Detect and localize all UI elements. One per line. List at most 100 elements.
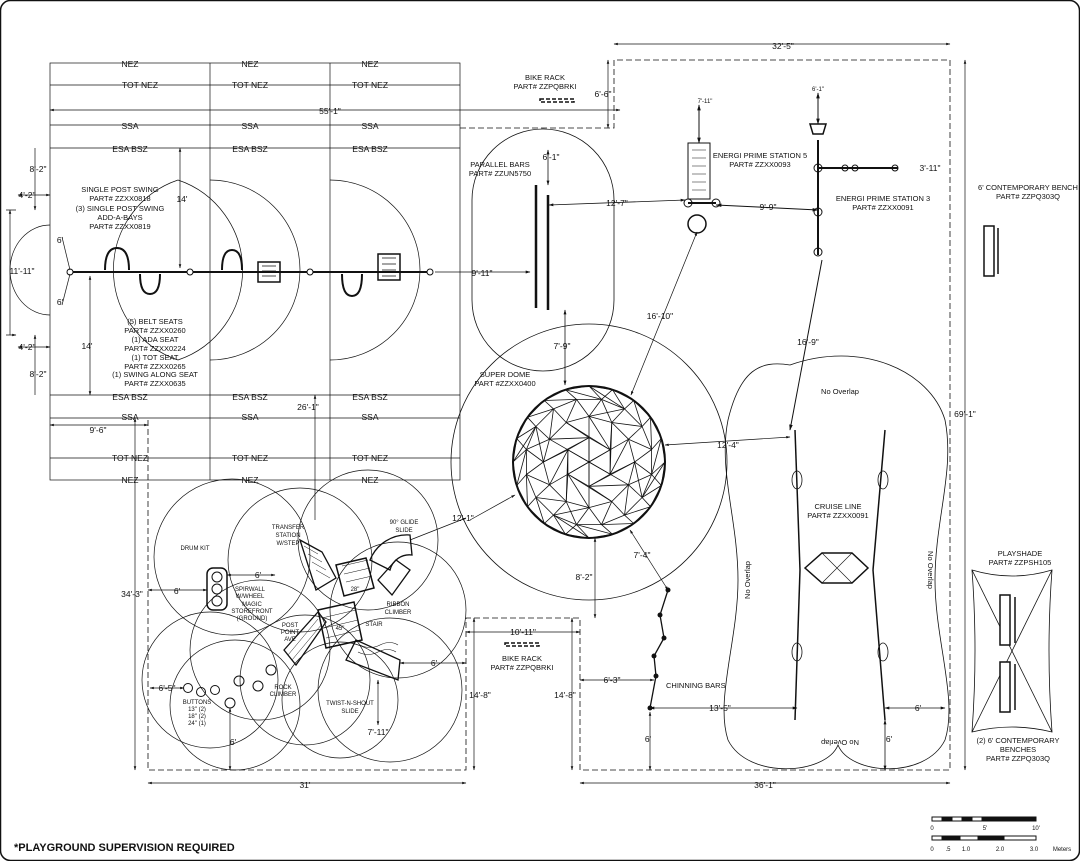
buttons-label-4: 24" (1) (188, 721, 206, 727)
cruise-no-overlap-top: No Overlap (821, 387, 859, 396)
bike-rack-bottom-title: BIKE RACK (502, 654, 542, 663)
bike-rack-bottom-icon (504, 642, 540, 647)
parallel-bars (435, 128, 686, 386)
cruise-line (649, 355, 950, 771)
dim-7-4: 7'-4" (634, 550, 651, 560)
deck-label-2: 45" (336, 626, 345, 632)
ssa-label: SSA (121, 412, 138, 422)
dim-6-1-bars: 6'-1" (543, 152, 560, 162)
dim-4-2-bottom: 4'-2" (19, 342, 36, 352)
dim-9-11: 9'-11" (471, 268, 492, 278)
cruise-part: PART# ZZXX0091 (807, 511, 868, 520)
cruise-no-overlap-left: No Overlap (743, 561, 752, 599)
swing-seat-8: PART# ZZXX0635 (124, 379, 185, 388)
dim-6-i: 6' (886, 734, 893, 744)
dim-14-8-left: 14'-8" (469, 690, 491, 700)
play-structure-zones (141, 469, 467, 771)
transfer-label-2: STATION (275, 533, 300, 539)
nez-label: NEZ (242, 59, 259, 69)
dim-8-2-dome: 8'-2" (576, 572, 593, 582)
swing-part-2: PART# ZZXX0819 (89, 222, 150, 231)
post-label-1: POST (282, 623, 299, 629)
dim-6-c: 6' (174, 586, 181, 596)
energi5-part: PART# ZZXX0093 (729, 160, 790, 169)
playshade (971, 569, 1053, 733)
twist-label-1: TWIST-N-SHOUT (326, 701, 374, 707)
deck-label-1: 28" (351, 587, 360, 593)
swing-zone (9, 62, 461, 481)
scale-m-3: 3.0 (1030, 847, 1039, 853)
dim-14-bottom: 14' (81, 341, 92, 351)
esa-label: ESA BSZ (232, 392, 267, 402)
dim-55-1: 55'-1" (319, 106, 341, 116)
stair-label: STAIR (365, 622, 383, 628)
ribbon-label-2: CLIMBER (385, 610, 412, 616)
play-area-boundary (147, 59, 951, 771)
spirwall-label-1: SPIRWALL (235, 587, 266, 593)
scale-ft-5: 5' (983, 826, 987, 832)
dim-12-4: 12'-4" (717, 440, 739, 450)
dome-mesh (512, 385, 666, 539)
playshade-title: PLAYSHADE (998, 549, 1042, 558)
dim-26-1: 26'-1" (297, 402, 319, 412)
dim-6-g: 6' (915, 703, 922, 713)
rock-label-1: ROCK (274, 685, 291, 691)
post-label-3: AVE (284, 637, 296, 643)
swing-seat-5: (1) TOT SEAT (132, 353, 179, 362)
dim-14-top: 14' (176, 194, 187, 204)
nez-label: NEZ (362, 59, 379, 69)
dim-13-5: 13'-5" (709, 703, 731, 713)
dim-12-1: 12'-1" (452, 513, 474, 523)
bike-rack-top-title: BIKE RACK (525, 73, 565, 82)
dim-6-h: 6' (645, 734, 652, 744)
bike-rack-bottom-part: PART# ZZPQBRKI (490, 663, 553, 672)
dim-16-10: 16'-10" (647, 311, 673, 321)
slide-label-1: 90° GLIDE (390, 520, 419, 526)
tot-nez-label: TOT NEZ (122, 80, 158, 90)
chinning-title: CHINNING BARS (666, 681, 726, 690)
swing-addabay-2: ADD-A-BAYS (97, 213, 142, 222)
dim-3-11: 3'-11" (919, 163, 940, 173)
energi3-part: PART# ZZXX0091 (852, 203, 913, 212)
dim-7-11-top: 7'-11" (698, 99, 713, 105)
buttons-label-2: 13" (2) (188, 707, 206, 713)
bench-right-icon (983, 225, 995, 277)
dim-16-9: 16'-9" (797, 337, 819, 347)
ribbon-label-1: RIBBON (386, 602, 409, 608)
scale-m-2: 2.0 (996, 847, 1005, 853)
superdome-title: SUPER DOME (480, 370, 530, 379)
ssa-label: SSA (361, 412, 378, 422)
playshade-benches-part: PART# ZZPQ303Q (986, 754, 1050, 763)
cruise-title: CRUISE LINE (814, 502, 861, 511)
dim-6-1-energi: 6'-1" (812, 87, 824, 93)
scale-m-05: .5 (945, 847, 951, 853)
bench-part: PART# ZZPQ303Q (996, 192, 1060, 201)
energi5-title: ENERGI PRIME STATION 5 (713, 151, 807, 160)
tot-nez-label: TOT NEZ (232, 80, 268, 90)
scale-ft-10: 10' (1032, 826, 1040, 832)
chinning-bars (649, 589, 669, 709)
playshade-part: PART# ZZPSH105 (989, 558, 1052, 567)
dim-8-2-top: 8'-2" (30, 164, 47, 174)
ssa-label: SSA (241, 412, 258, 422)
dim-8-2-bottom: 8'-2" (30, 369, 47, 379)
dim-6-5: 6'-5" (159, 683, 176, 693)
transfer-label-1: TRANSFER (272, 525, 305, 531)
swing-title: SINGLE POST SWING (81, 185, 159, 194)
nez-label: NEZ (122, 59, 139, 69)
nez-label: NEZ (362, 475, 379, 485)
dim-36-1: 36'-1" (754, 780, 776, 790)
dim-11-11: 11'-11" (9, 266, 34, 276)
esa-label: ESA BSZ (352, 392, 387, 402)
magic-label-2: STOREFRONT (231, 609, 273, 615)
rock-label-2: CLIMBER (270, 692, 297, 698)
dim-4-2-top: 4'-2" (19, 190, 36, 200)
ssa-label: SSA (121, 121, 138, 131)
dim-32-5: 32'-5" (772, 41, 794, 51)
dim-69-1: 69'-1" (954, 409, 976, 419)
playshade-benches: (2) 6' CONTEMPORARY (977, 736, 1060, 745)
swing-seat-4: PART# ZZXX0224 (124, 344, 185, 353)
swing-seat-2: PART# ZZXX0260 (124, 326, 185, 335)
scale-ft-0: 0 (930, 826, 934, 832)
